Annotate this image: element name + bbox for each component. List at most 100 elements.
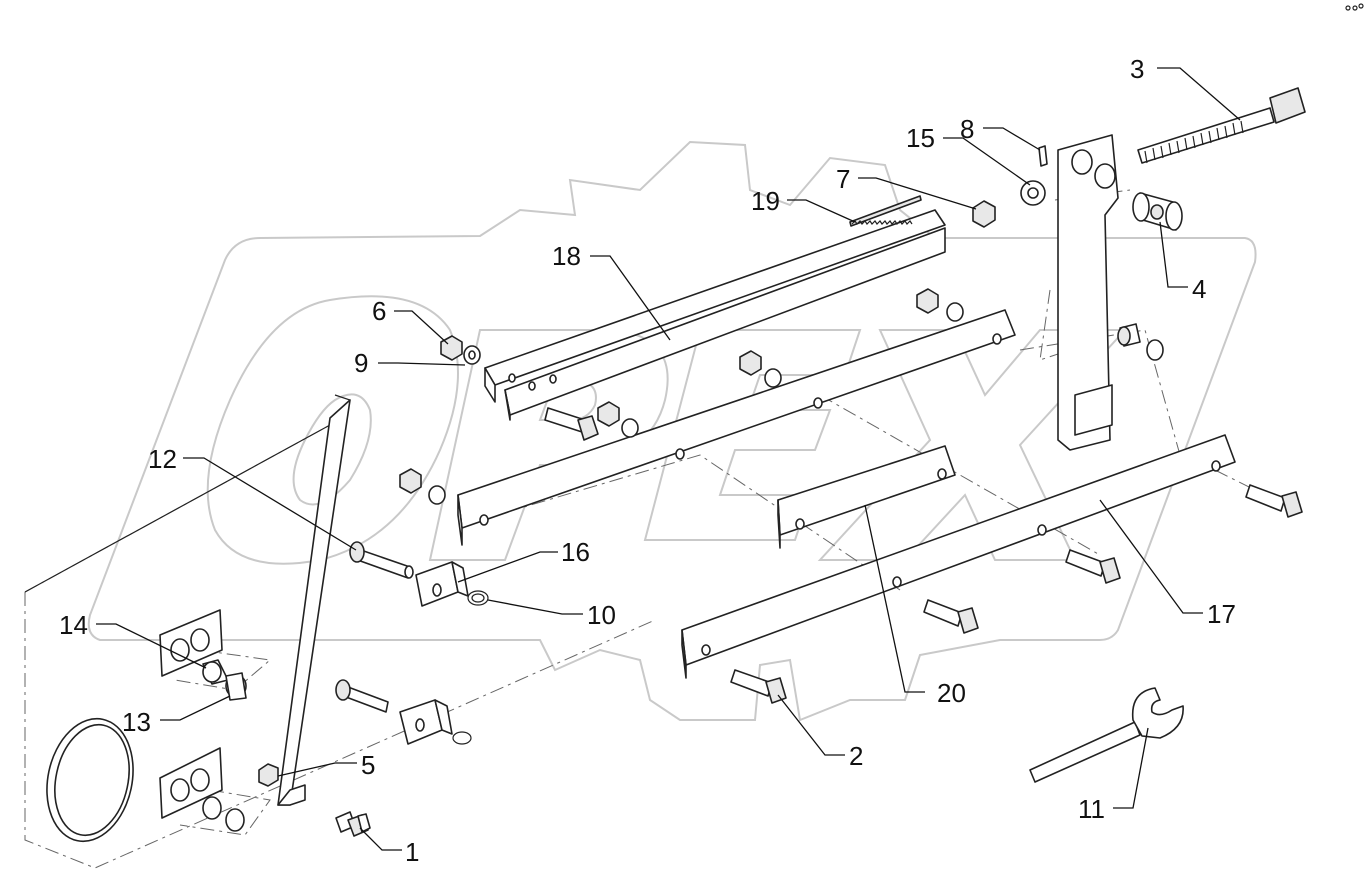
- callout-2: 2: [849, 741, 863, 771]
- frame-bracket-upper-hole: [170, 638, 190, 662]
- assembly-line: [24, 592, 656, 869]
- callout-17: 17: [1207, 599, 1236, 629]
- bolt-shank: [1245, 484, 1286, 512]
- strip-hole: [795, 518, 805, 530]
- callout-4: 4: [1192, 274, 1206, 304]
- bracket-window: [1074, 384, 1113, 436]
- part-1-bolt: [335, 811, 371, 837]
- bolt-head: [1099, 557, 1121, 584]
- part-11-wrench: [1029, 687, 1184, 783]
- bolt-head: [957, 607, 979, 634]
- bushing-end: [1146, 339, 1164, 361]
- leader-4: [1159, 221, 1188, 288]
- assembly-line: [479, 454, 901, 591]
- part-3-bolt: [1137, 87, 1306, 164]
- corner-mark: [1345, 3, 1364, 11]
- bolt-shank: [730, 669, 773, 697]
- pin-head: [335, 679, 351, 701]
- bushing-end: [1117, 326, 1131, 346]
- part-8-pin: [1038, 145, 1048, 167]
- middle-strip: [457, 309, 1016, 546]
- leader-1: [359, 827, 402, 851]
- leader-18: [590, 255, 671, 341]
- leader-11: [1113, 727, 1149, 809]
- callout-7: 7: [836, 164, 850, 194]
- leader-10: [487, 599, 583, 615]
- washer: [764, 368, 782, 388]
- bracket-eye: [1094, 163, 1116, 189]
- assembly-line: [179, 789, 271, 836]
- leader-12: [183, 457, 357, 551]
- assembly-line: [1214, 469, 1256, 491]
- bushing-end: [202, 661, 222, 683]
- leader-16: [457, 551, 558, 583]
- strip-hole: [892, 576, 902, 588]
- callout-18: 18: [552, 241, 581, 271]
- right-bracket: [1057, 134, 1119, 451]
- part-19-blade: [849, 195, 922, 227]
- washer: [946, 302, 964, 322]
- nut-body: [972, 200, 996, 228]
- thread-lines: [1144, 120, 1244, 164]
- collar-hole: [1027, 187, 1039, 199]
- part-18-strip-assembly: [484, 209, 946, 421]
- leader-7: [858, 177, 977, 210]
- strip-back-face: [484, 367, 496, 403]
- leader-19: [787, 199, 856, 223]
- wrench-handle: [1029, 721, 1141, 783]
- callout-13: 13: [122, 707, 151, 737]
- part-17-strip: [681, 434, 1236, 679]
- part-2-bolts: [730, 484, 1303, 704]
- clevis-hole: [432, 583, 442, 597]
- bolt-head: [577, 415, 599, 441]
- leader-8: [983, 127, 1041, 151]
- pin-tip: [404, 565, 414, 579]
- callout-15: 15: [906, 123, 935, 153]
- washer-hole: [468, 350, 476, 360]
- strip-hole: [528, 381, 536, 391]
- callout-6: 6: [372, 296, 386, 326]
- bushing-end: [1165, 201, 1183, 231]
- part-20-strip: [777, 445, 956, 549]
- roll-pin: [1038, 145, 1048, 167]
- leader-6: [394, 310, 449, 345]
- strip-hole: [549, 374, 557, 384]
- corner-dot: [1345, 5, 1351, 11]
- serrated-blade: [849, 195, 922, 227]
- callout-labels: 1 2 3 4 5 6 7 8 9 10 11 12 13 14 15 16 1…: [59, 54, 1236, 867]
- strip-end: [457, 494, 463, 546]
- bushing-body: [225, 672, 247, 701]
- leader-17: [1099, 499, 1203, 614]
- leader-13: [160, 695, 231, 721]
- callout-9: 9: [354, 348, 368, 378]
- frame-upright: [277, 399, 351, 806]
- bolt-head: [1281, 491, 1303, 518]
- strip-hole: [508, 373, 516, 383]
- threaded-shaft: [1137, 107, 1275, 164]
- strip-end: [681, 629, 687, 679]
- spring-clip-inner: [471, 593, 485, 603]
- callout-3: 3: [1130, 54, 1144, 84]
- strip-front-face: [504, 389, 511, 421]
- clevis-side: [434, 699, 453, 735]
- leader-14: [96, 623, 207, 669]
- leader-9: [378, 362, 466, 366]
- leader-20: [864, 504, 925, 693]
- nut-body: [916, 288, 939, 314]
- washer: [621, 418, 639, 438]
- bracket-plate: [1057, 134, 1119, 451]
- strip-hole: [813, 397, 823, 409]
- part-15-collar: [1020, 180, 1046, 206]
- strip-hole: [675, 448, 685, 460]
- callout-10: 10: [587, 600, 616, 630]
- strip-hole: [479, 514, 489, 526]
- callout-19: 19: [751, 186, 780, 216]
- strip-hole: [992, 333, 1002, 345]
- corner-dot: [1352, 5, 1358, 11]
- washer: [428, 485, 446, 505]
- middle-fasteners: [399, 288, 964, 505]
- nut-body: [258, 763, 279, 787]
- frame-plate: [24, 394, 351, 843]
- callout-16: 16: [561, 537, 590, 567]
